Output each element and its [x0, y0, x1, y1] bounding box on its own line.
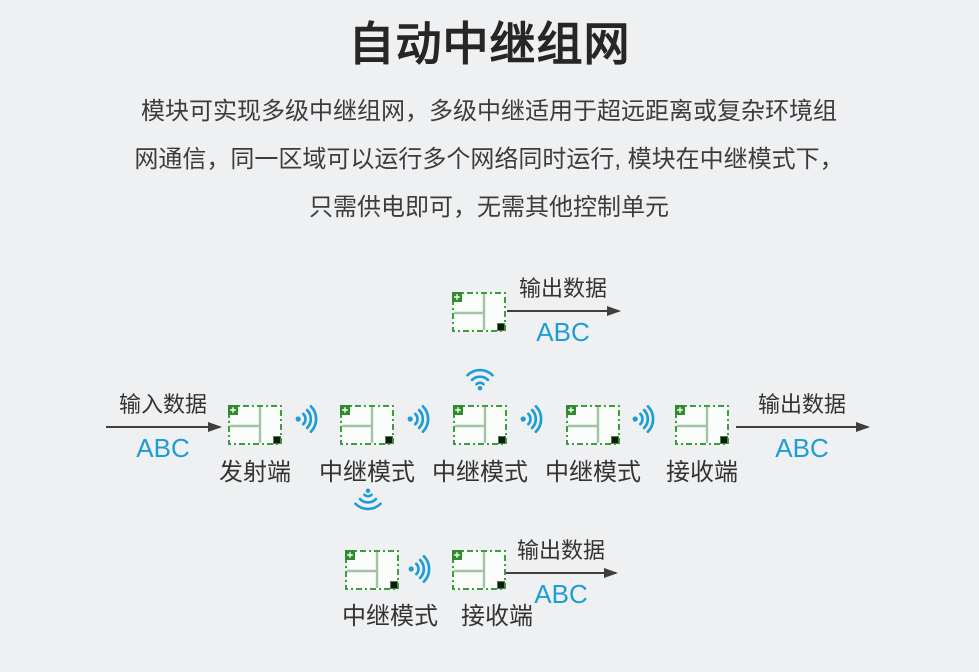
node-label-receiver: 接收端: [666, 459, 738, 486]
module-icon: [566, 405, 620, 445]
radio-signal-icon: [516, 401, 552, 437]
radio-signal-icon: [404, 551, 440, 587]
module-icon: [340, 405, 394, 445]
arrow-right-icon: [506, 568, 618, 578]
node-label-transmitter: 发射端: [219, 459, 291, 486]
radio-signal-icon: [291, 401, 327, 437]
node-label-relay: 中继模式: [432, 459, 528, 486]
flow-label: 输出数据: [516, 538, 605, 563]
description-line: 只需供电即可，无需其他控制单元: [309, 194, 669, 221]
module-icon: [452, 550, 506, 590]
bottom-branch-output-flow: 输出数据 ABC: [506, 538, 618, 609]
node-label-relay: 中继模式: [545, 459, 641, 486]
radio-signal-icon: [403, 401, 439, 437]
radio-signal-icon: [628, 401, 664, 437]
page-title: 自动中继组网: [348, 18, 631, 70]
module-icon: [228, 405, 282, 445]
wifi-icon-flipped: [349, 488, 387, 518]
module-icon: [452, 292, 506, 332]
module-icon: [453, 405, 507, 445]
description-paragraph: 模块可实现多级中继组网，多级中继适用于超远距离或复杂环境组 网通信，同一区域可以…: [119, 88, 859, 232]
flow-value: ABC: [775, 433, 829, 463]
flow-label: 输出数据: [518, 276, 607, 301]
input-data-flow: 输入数据 ABC: [106, 392, 222, 463]
module-icon: [345, 550, 399, 590]
node-label-receiver: 接收端: [461, 603, 533, 630]
node-label-relay: 中继模式: [342, 603, 438, 630]
output-data-flow: 输出数据 ABC: [736, 392, 870, 463]
top-branch-output-flow: 输出数据 ABC: [507, 276, 621, 347]
flow-label: 输入数据: [118, 392, 207, 417]
wifi-icon: [461, 361, 499, 391]
arrow-right-icon: [507, 306, 621, 316]
arrow-right-icon: [736, 422, 870, 432]
description-line: 模块可实现多级中继组网，多级中继适用于超远距离或复杂环境组: [141, 98, 837, 125]
flow-label: 输出数据: [757, 392, 846, 417]
flow-value: ABC: [534, 579, 588, 609]
flow-value: ABC: [136, 433, 190, 463]
flow-value: ABC: [536, 317, 590, 347]
arrow-right-icon: [106, 422, 222, 432]
node-label-relay: 中继模式: [319, 459, 415, 486]
module-icon: [675, 405, 729, 445]
description-line: 网通信，同一区域可以运行多个网络同时运行, 模块在中继模式下，: [134, 146, 844, 173]
